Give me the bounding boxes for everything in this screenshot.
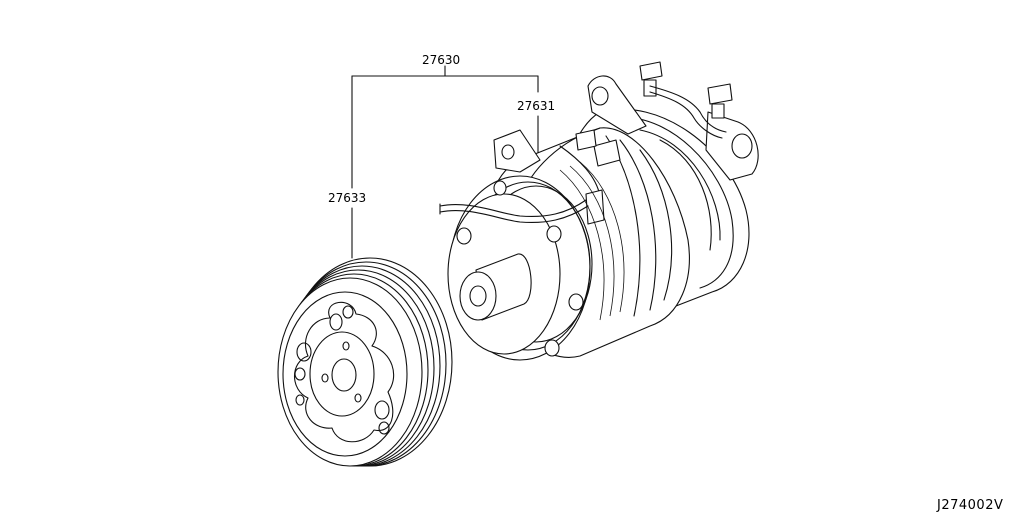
diagram-code: J274002V (936, 498, 1003, 512)
part-label-27633: 27633 (328, 191, 366, 205)
leader-lines (351, 65, 539, 259)
part-label-27630: 27630 (422, 53, 460, 67)
compressor-illustration (439, 61, 759, 361)
pulley-illustration (277, 257, 453, 467)
part-label-27631: 27631 (517, 99, 555, 113)
